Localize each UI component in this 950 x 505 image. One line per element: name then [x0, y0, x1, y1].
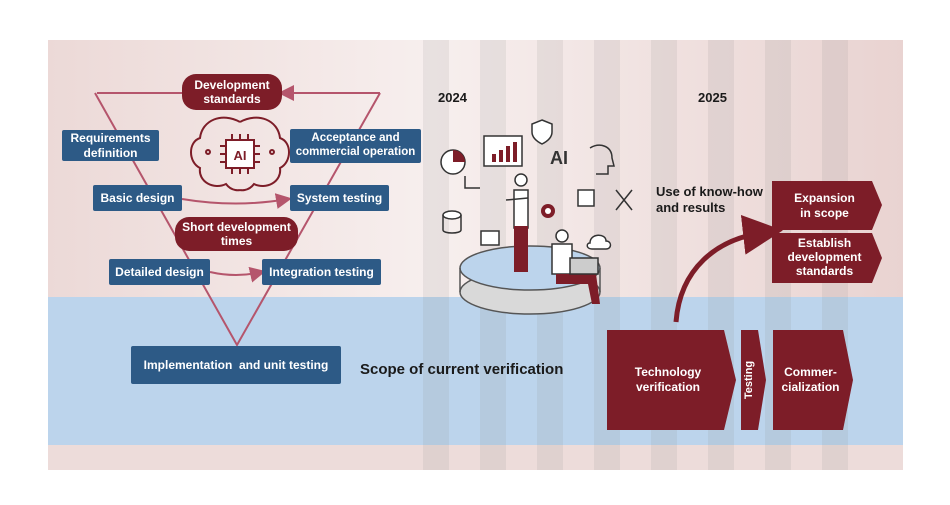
arrow-detailed-to-integration: [209, 266, 266, 283]
acceptance-box: Acceptance and commercial operation: [290, 129, 421, 163]
commercialization-shape: [773, 330, 853, 430]
implementation-box: Implementation and unit testing: [131, 346, 341, 384]
establish-shape: [772, 233, 882, 283]
tech-verification-shape: [607, 330, 736, 430]
development-standards-badge: Development standards: [182, 74, 282, 110]
testing-shape: [741, 330, 766, 430]
illustration-icons: [440, 119, 633, 250]
requirements-definition-box: Requirements definition: [62, 130, 159, 161]
integration-testing-box: Integration testing: [262, 259, 381, 285]
scope-of-current-verification-label: Scope of current verification: [360, 361, 564, 378]
technology-verification-label: Technology verification: [634, 365, 702, 394]
short-development-times-badge: Short development times: [175, 217, 298, 251]
ai-chip-label: AI: [234, 148, 247, 163]
year-2024-label: 2024: [438, 90, 467, 105]
commercialization-label: Commer- cialization: [781, 365, 840, 394]
system-testing-box: System testing: [290, 185, 389, 211]
bottom-pink-band: [48, 445, 903, 470]
basic-design-box: Basic design: [93, 185, 182, 211]
seated-person-illustration: [551, 229, 600, 304]
establish-label: Establish development standards: [787, 236, 862, 278]
expansion-shape: [772, 181, 882, 230]
v-outline: [94, 92, 381, 348]
knowhow-label: Use of know-how and results: [656, 184, 763, 215]
expansion-label: Expansion in scope: [794, 190, 855, 220]
detailed-design-box: Detailed design: [109, 259, 210, 285]
arrow-basic-to-system: [181, 193, 292, 209]
testing-label: Testing: [743, 360, 756, 400]
ai-brain-chip-icon: [190, 116, 290, 192]
year-2025-label: 2025: [698, 90, 727, 105]
ai-illustration-text: AI: [550, 148, 568, 168]
knowhow-arrow: [673, 214, 783, 323]
standing-person-illustration: [505, 173, 529, 272]
